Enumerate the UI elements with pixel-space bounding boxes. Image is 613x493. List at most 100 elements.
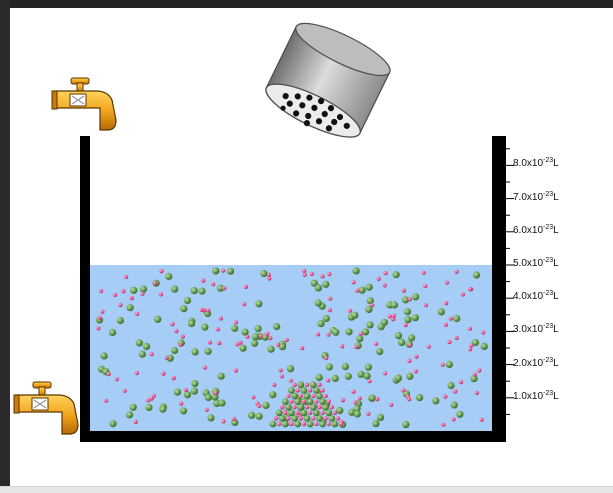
sodium-ion [311, 416, 315, 420]
chloride-ion [406, 373, 413, 380]
chloride-ion [101, 352, 108, 359]
sodium-ion [159, 292, 163, 296]
chloride-ion [130, 287, 137, 294]
chloride-ion [267, 346, 274, 353]
sodium-ion [402, 289, 406, 293]
sodium-ion [407, 397, 411, 401]
chloride-ion [412, 293, 419, 300]
water-input-faucet[interactable] [52, 78, 116, 130]
sodium-ion [276, 343, 280, 347]
sodium-ion [277, 422, 281, 426]
chloride-ion [332, 329, 339, 336]
chloride-ion [322, 281, 329, 288]
chloride-ion [180, 407, 187, 414]
chloride-ion [171, 347, 178, 354]
sodium-ion [408, 343, 412, 347]
chloride-ion [346, 328, 353, 335]
sodium-ion [251, 395, 255, 399]
tick-mantissa: 4.0x10 [513, 291, 543, 302]
sodium-ion [292, 383, 296, 387]
sodium-ion [353, 400, 357, 404]
sodium-ion [96, 326, 100, 330]
sodium-ion [317, 405, 321, 409]
sodium-ion [150, 352, 154, 356]
tick-unit: L [553, 258, 559, 269]
sodium-ion [221, 419, 225, 423]
sodium-ion [216, 327, 220, 331]
chloride-ion [315, 284, 322, 291]
chloride-ion [256, 413, 263, 420]
tick-unit: L [553, 324, 559, 335]
chloride-ion [391, 301, 398, 308]
sodium-ion [172, 376, 176, 380]
sodium-ion [404, 323, 408, 327]
sodium-ion [407, 359, 411, 363]
tick-label: 5.0x10-23L [513, 258, 559, 270]
sodium-ion [444, 301, 448, 305]
sodium-ion [422, 271, 426, 275]
salt-shaker[interactable] [259, 14, 396, 149]
chloride-ion [126, 411, 133, 418]
sodium-ion [238, 341, 242, 345]
tick-label: 8.0x10-23L [513, 158, 559, 170]
sodium-ion [327, 422, 331, 426]
sodium-ion [178, 343, 182, 347]
chloride-ion [323, 315, 330, 322]
sodium-ion [245, 335, 249, 339]
tick-label: 2.0x10-23L [513, 358, 559, 370]
sodium-ion [274, 416, 278, 420]
chloride-ion [447, 382, 454, 389]
sodium-ion [384, 271, 388, 275]
sodium-ion [107, 372, 111, 376]
sodium-ion [354, 345, 358, 349]
sodium-ion [305, 405, 309, 409]
sodium-ion [123, 389, 127, 393]
sodium-ion [98, 316, 102, 320]
sodium-ion [283, 411, 287, 415]
sodium-ion [99, 289, 103, 293]
chloride-ion [205, 348, 212, 355]
chloride-ion [378, 323, 385, 330]
sodium-ion [445, 281, 449, 285]
sodium-ion [327, 272, 331, 276]
chloride-ion [262, 402, 269, 409]
chloride-ion [184, 391, 191, 398]
sodium-ion [308, 388, 312, 392]
tick-mantissa: 2.0x10 [513, 358, 543, 369]
chloride-ion [273, 323, 280, 330]
drain-faucet[interactable] [14, 382, 78, 434]
chloride-ion [356, 335, 363, 342]
sodium-ion [367, 379, 371, 383]
sodium-ion [427, 345, 431, 349]
sodium-ion [480, 418, 484, 422]
chloride-ion [446, 361, 453, 368]
chloride-ion [255, 300, 262, 307]
sodium-ion [289, 422, 293, 426]
chloride-ion [136, 339, 143, 346]
sodium-ion [234, 320, 238, 324]
sodium-ion [171, 322, 175, 326]
sodium-ion [330, 405, 334, 409]
sodium-ion [333, 411, 337, 415]
chloride-ion [288, 387, 295, 394]
sodium-ion [328, 297, 332, 301]
tick-label: 3.0x10-23L [513, 324, 559, 336]
chloride-ion [336, 407, 343, 414]
sodium-ion [222, 286, 226, 290]
sodium-ion [341, 398, 345, 402]
sodium-ion [289, 379, 293, 383]
chloride-ion [130, 404, 137, 411]
sodium-ion [211, 282, 215, 286]
sodium-ion [234, 368, 238, 372]
chloride-ion [207, 414, 214, 421]
sodium-ion [348, 309, 352, 313]
sodium-ion [468, 347, 472, 351]
sodium-ion [135, 312, 139, 316]
tick-exponent: -23 [543, 323, 553, 330]
sodium-ion [455, 270, 459, 274]
sodium-ion [244, 285, 248, 289]
sodium-ion [408, 297, 412, 301]
sodium-ion [320, 274, 324, 278]
chloride-ion [364, 372, 371, 379]
sodium-ion [311, 394, 315, 398]
